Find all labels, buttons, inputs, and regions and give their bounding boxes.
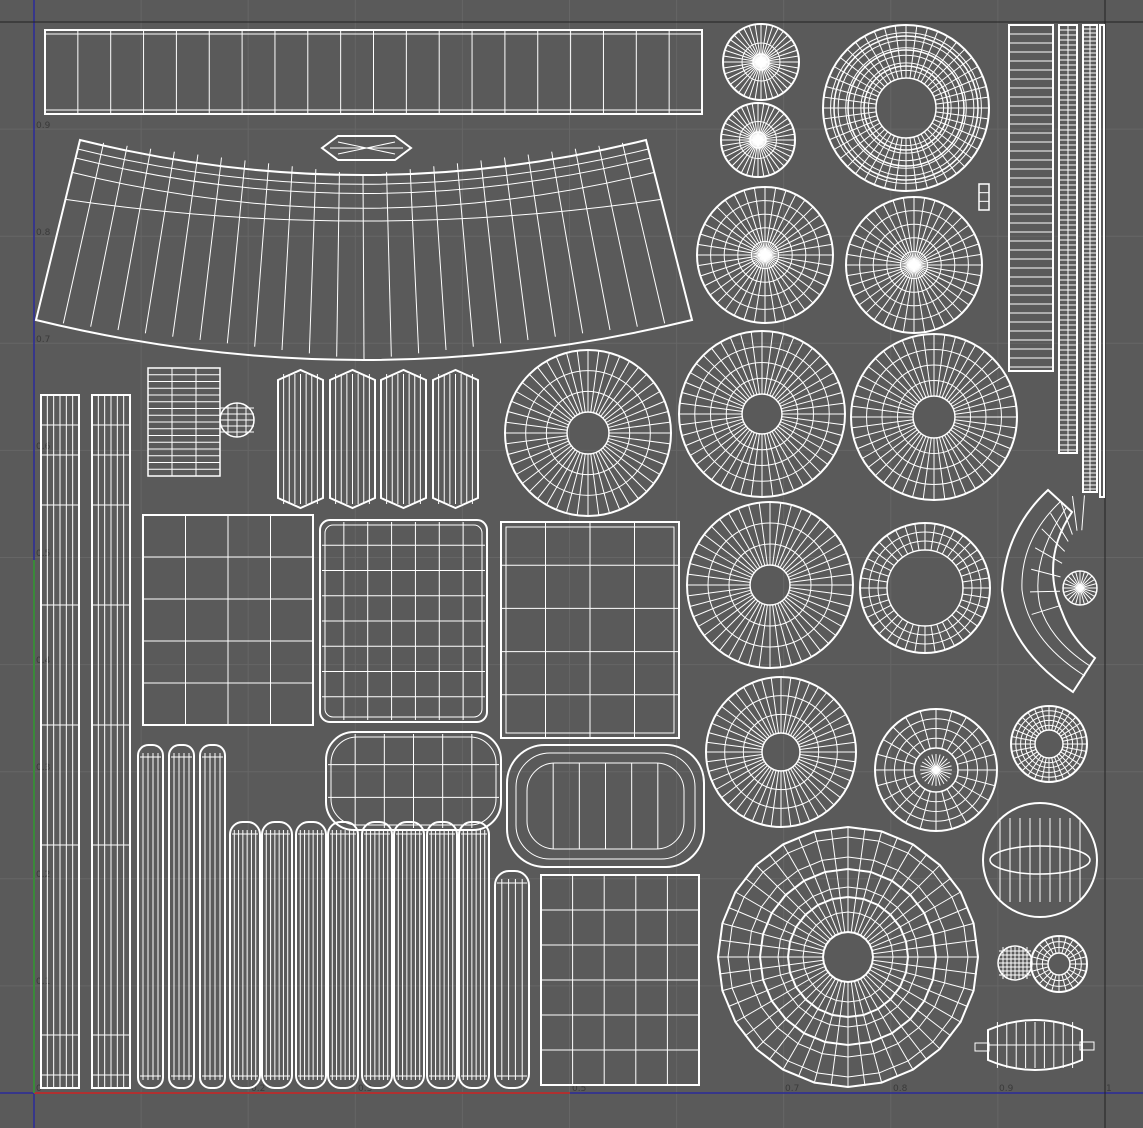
v-tick-label: 0.3 bbox=[36, 763, 50, 773]
uv-island-square-a[interactable] bbox=[142, 514, 314, 726]
u-tick-label: 0.7 bbox=[785, 1084, 799, 1094]
uv-island-tall-column-lines[interactable] bbox=[92, 424, 130, 1076]
uv-island-capsule-medium[interactable] bbox=[393, 821, 425, 1089]
uv-island-disc-f-star[interactable] bbox=[920, 754, 952, 786]
uv-island-tiny-tag[interactable] bbox=[978, 183, 990, 211]
uv-island-star-disc-b[interactable] bbox=[845, 196, 983, 334]
uv-island-hex-column[interactable] bbox=[380, 368, 427, 510]
u-tick-labels: 0.2 0.3 0.5 0.7 0.8 0.9 1 bbox=[251, 1084, 1112, 1094]
uv-island-lens-b[interactable] bbox=[974, 1019, 1095, 1071]
v-tick-label: 0.8 bbox=[36, 228, 51, 238]
u-tick-label: 0.9 bbox=[999, 1084, 1014, 1094]
uv-island-disc-a[interactable] bbox=[678, 330, 846, 498]
uv-island-disc-c[interactable] bbox=[504, 349, 672, 517]
uv-island-top-strip-inner[interactable] bbox=[45, 33, 702, 111]
uv-island-rounded-bar-a[interactable] bbox=[325, 731, 502, 831]
uv-island-disc-d[interactable] bbox=[686, 501, 854, 669]
u-tick-label: 0.5 bbox=[572, 1084, 586, 1094]
u-tick-label: 0.8 bbox=[893, 1084, 908, 1094]
uv-island-ring-medium[interactable] bbox=[859, 522, 991, 654]
uv-island-right-strip-d[interactable] bbox=[1099, 24, 1105, 498]
uv-island-small-sphere-b[interactable] bbox=[997, 945, 1033, 981]
uv-island-hex-column[interactable] bbox=[329, 368, 376, 510]
v-tick-label: 0.4 bbox=[36, 656, 51, 666]
uv-island-bowl[interactable] bbox=[982, 802, 1098, 918]
uv-island-curved-band[interactable] bbox=[34, 138, 694, 361]
v-tick-label: 0.2 bbox=[36, 870, 50, 880]
uv-island-capsule-medium[interactable] bbox=[327, 821, 359, 1089]
u-tick-label: 0.3 bbox=[358, 1084, 372, 1094]
uv-island-rounded-bar-b[interactable] bbox=[506, 744, 705, 868]
uv-island-disc-b[interactable] bbox=[850, 333, 1018, 501]
v-tick-label: 0.7 bbox=[36, 335, 50, 345]
uv-island-disc-e[interactable] bbox=[705, 676, 857, 828]
uv-island-hex-column[interactable] bbox=[432, 368, 479, 510]
uv-island-right-strip-c[interactable] bbox=[1082, 24, 1098, 493]
v-tick-label: 0.1 bbox=[36, 977, 50, 987]
uv-island-right-strip-a[interactable] bbox=[1008, 24, 1054, 372]
uv-island-capsule-medium[interactable] bbox=[261, 821, 293, 1089]
uv-island-disc-tiny-b[interactable] bbox=[720, 102, 796, 178]
uv-island-lens[interactable] bbox=[320, 135, 413, 161]
v-tick-label: 0.6 bbox=[36, 442, 51, 452]
uv-island-disc-tiny-b-hole[interactable] bbox=[749, 131, 767, 149]
uv-island-star-disc-a[interactable] bbox=[696, 186, 834, 324]
uv-island-ring-small-b[interactable] bbox=[1030, 935, 1088, 993]
uv-island-capsule-medium[interactable] bbox=[295, 821, 327, 1089]
uv-island-ring-large[interactable] bbox=[822, 24, 990, 192]
uv-island-capsule-medium[interactable] bbox=[229, 821, 261, 1089]
uv-island-capsule-small[interactable] bbox=[199, 744, 226, 1089]
uv-island-ring-small-a[interactable] bbox=[1010, 705, 1088, 783]
uv-island-capsule-small[interactable] bbox=[137, 744, 164, 1089]
uv-island-square-c-inner[interactable] bbox=[505, 526, 675, 734]
uv-island-capsule-medium[interactable] bbox=[426, 821, 458, 1089]
uv-island-tall-column-lines[interactable] bbox=[41, 424, 79, 1076]
uv-islands[interactable] bbox=[34, 23, 1105, 1089]
uv-island-octagon-disc[interactable] bbox=[716, 825, 980, 1089]
v-tick-label: 0 bbox=[36, 1084, 42, 1094]
uv-island-capsule-narrow[interactable] bbox=[494, 870, 530, 1089]
v-tick-label: 0.9 bbox=[36, 121, 51, 131]
uv-island-small-sphere[interactable] bbox=[219, 402, 255, 438]
uv-island-small-panel[interactable] bbox=[147, 367, 221, 477]
uv-island-disc-tiny-a[interactable] bbox=[722, 23, 800, 101]
uv-island-ring-large-extra[interactable] bbox=[833, 35, 979, 181]
v-tick-label: 0.5 bbox=[36, 549, 50, 559]
uv-island-capsule-small[interactable] bbox=[168, 744, 195, 1089]
uv-island-right-strip-b[interactable] bbox=[1058, 24, 1078, 454]
uv-island-capsule-medium[interactable] bbox=[458, 821, 490, 1089]
uv-island-disc-tiny-a-hole[interactable] bbox=[752, 53, 770, 71]
uv-island-disc-f[interactable] bbox=[874, 708, 998, 832]
uv-island-hex-column[interactable] bbox=[277, 368, 324, 510]
u-tick-label: 1 bbox=[1106, 1084, 1112, 1094]
uv-island-capsule-medium[interactable] bbox=[361, 821, 393, 1089]
v-tick-labels: 0.9 0.8 0.7 0.6 0.5 0.4 0.3 0.2 0.1 0 bbox=[36, 121, 51, 1094]
uv-island-tall-column-b[interactable] bbox=[91, 394, 131, 1089]
u-tick-label: 0.2 bbox=[251, 1084, 265, 1094]
uv-island-square-d[interactable] bbox=[540, 874, 700, 1086]
uv-island-square-c[interactable] bbox=[500, 521, 680, 739]
uv-island-arc-segment[interactable] bbox=[1000, 488, 1098, 694]
uv-island-square-b[interactable] bbox=[319, 519, 488, 723]
uv-island-top-strip[interactable] bbox=[44, 29, 703, 115]
uv-island-tall-column-a[interactable] bbox=[40, 394, 80, 1089]
